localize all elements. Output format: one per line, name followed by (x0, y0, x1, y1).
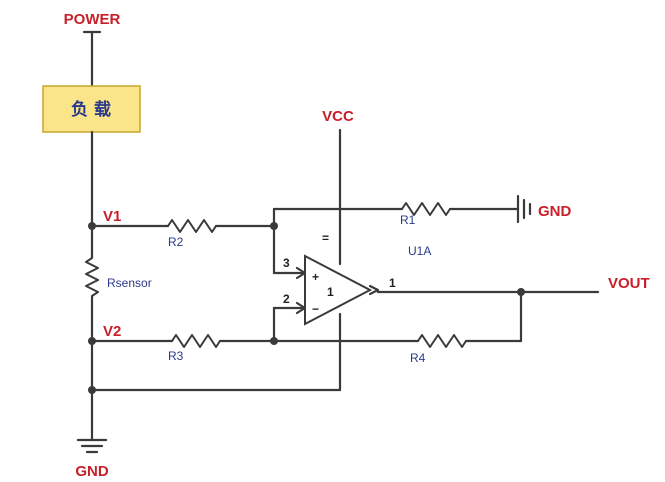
r3-resistor (171, 334, 221, 348)
u1a-label: U1A (408, 244, 431, 258)
junction-plus-node (270, 222, 278, 230)
junction-v1 (88, 222, 96, 230)
load-label: 负 载 (71, 99, 111, 120)
pin-3-label: 3 (283, 256, 290, 270)
output-arrow (368, 284, 380, 296)
vout-label: VOUT (608, 275, 650, 292)
r1-resistor (401, 202, 451, 216)
vcc-label: VCC (322, 108, 354, 125)
r4-resistor (417, 334, 467, 348)
pin-2-label: 2 (283, 292, 290, 306)
r3-label: R3 (168, 349, 184, 363)
junction-bottom (88, 386, 96, 394)
rsensor-resistor (85, 257, 99, 297)
r2-resistor (167, 219, 217, 233)
opamp-unit-number: 1 (327, 285, 334, 299)
v2-label: V2 (103, 323, 121, 340)
gnd-right-label: GND (538, 203, 572, 220)
rsensor-label: Rsensor (107, 276, 152, 290)
opamp-plus-sign: + (312, 270, 319, 284)
r1-label: R1 (400, 213, 416, 227)
supply-mark: = (322, 231, 329, 245)
junction-v2 (88, 337, 96, 345)
gnd-bottom-label: GND (75, 463, 109, 480)
power-label: POWER (64, 11, 121, 28)
v1-label: V1 (103, 208, 121, 225)
r2-label: R2 (168, 235, 184, 249)
pin-1-label: 1 (389, 276, 396, 290)
r4-label: R4 (410, 351, 426, 365)
junction-minus-node (270, 337, 278, 345)
opamp-minus-sign: − (312, 302, 319, 316)
junction-vout (517, 288, 525, 296)
load-block (42, 85, 141, 133)
opamp-triangle (304, 254, 373, 326)
